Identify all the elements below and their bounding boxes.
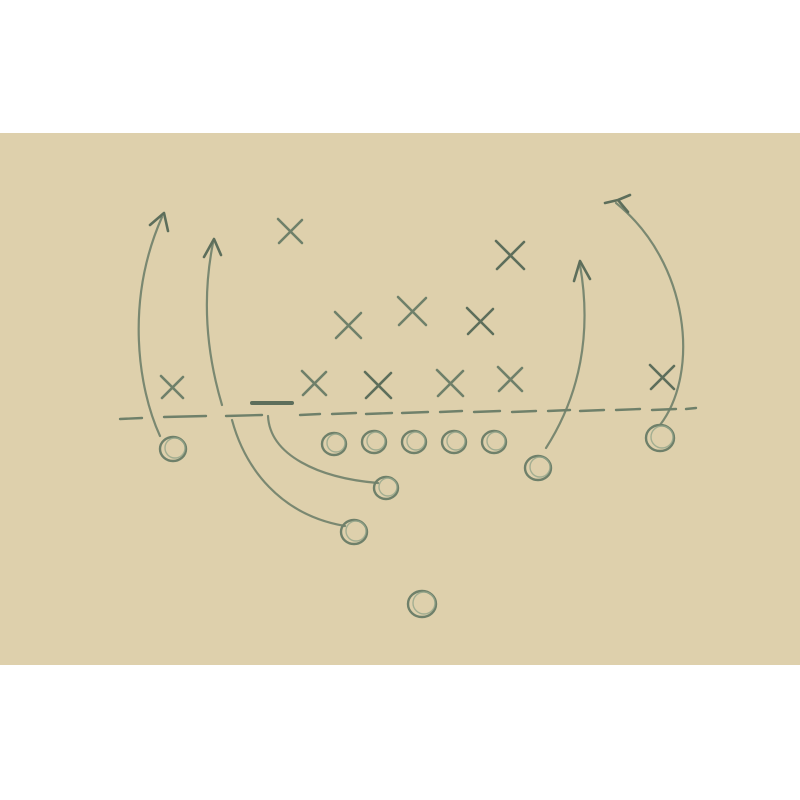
route-left-inner-arrowhead	[202, 237, 223, 259]
route-right-inner-arrowhead	[572, 259, 592, 283]
route-right-outer	[614, 201, 685, 427]
scrimmage-dash	[298, 412, 322, 417]
scrimmage-dash	[438, 409, 464, 414]
scrimmage-dash	[650, 407, 678, 412]
scrimmage-dash	[614, 407, 642, 412]
chalkboard	[0, 133, 800, 665]
scrimmage-dash	[400, 410, 430, 415]
scrimmage-dash	[162, 414, 208, 419]
defense-player-x	[494, 239, 526, 271]
defense-player-x	[276, 217, 304, 245]
offense-player-o	[480, 429, 508, 455]
defense-player-x	[159, 374, 185, 400]
defense-player-x	[396, 295, 428, 327]
defense-layer	[159, 217, 676, 400]
scrimmage-dash	[684, 406, 698, 411]
line-of-scrimmage	[118, 401, 698, 421]
offense-player-o	[440, 429, 468, 455]
scrimmage-dash	[118, 416, 144, 421]
routes-layer	[137, 193, 685, 528]
offense-player-o	[406, 589, 438, 619]
route-left-outer-arrowhead	[148, 211, 170, 233]
route-left-outer	[137, 215, 164, 438]
defense-player-x	[300, 369, 328, 397]
defense-player-x	[496, 365, 524, 393]
offense-player-o	[523, 454, 553, 482]
scrimmage-dash	[364, 411, 394, 416]
play-diagram	[0, 133, 800, 665]
defense-player-x	[648, 363, 676, 391]
offense-player-o	[158, 435, 188, 463]
scrimmage-dash	[578, 408, 606, 413]
route-right-outer-arrowhead	[603, 193, 632, 214]
defense-player-x	[465, 306, 495, 336]
defense-player-x	[363, 370, 393, 400]
offense-layer	[158, 423, 676, 619]
offense-player-o	[400, 429, 428, 455]
offense-player-o	[339, 518, 369, 546]
offense-player-o	[644, 423, 676, 453]
route-swing-short	[266, 414, 380, 485]
board-background	[0, 133, 800, 665]
route-left-inner	[205, 241, 224, 407]
offense-player-o	[360, 429, 388, 455]
defense-player-x	[333, 310, 363, 340]
scrimmage-dash	[472, 409, 502, 414]
route-right-inner	[544, 263, 586, 450]
offense-player-o	[372, 475, 400, 501]
defense-player-x	[435, 368, 465, 398]
scrimmage-dash	[330, 411, 358, 416]
scrimmage-dash	[510, 409, 538, 414]
scrimmage-dash	[224, 413, 264, 418]
offense-player-o	[320, 431, 348, 457]
route-swing-wide	[230, 418, 347, 528]
